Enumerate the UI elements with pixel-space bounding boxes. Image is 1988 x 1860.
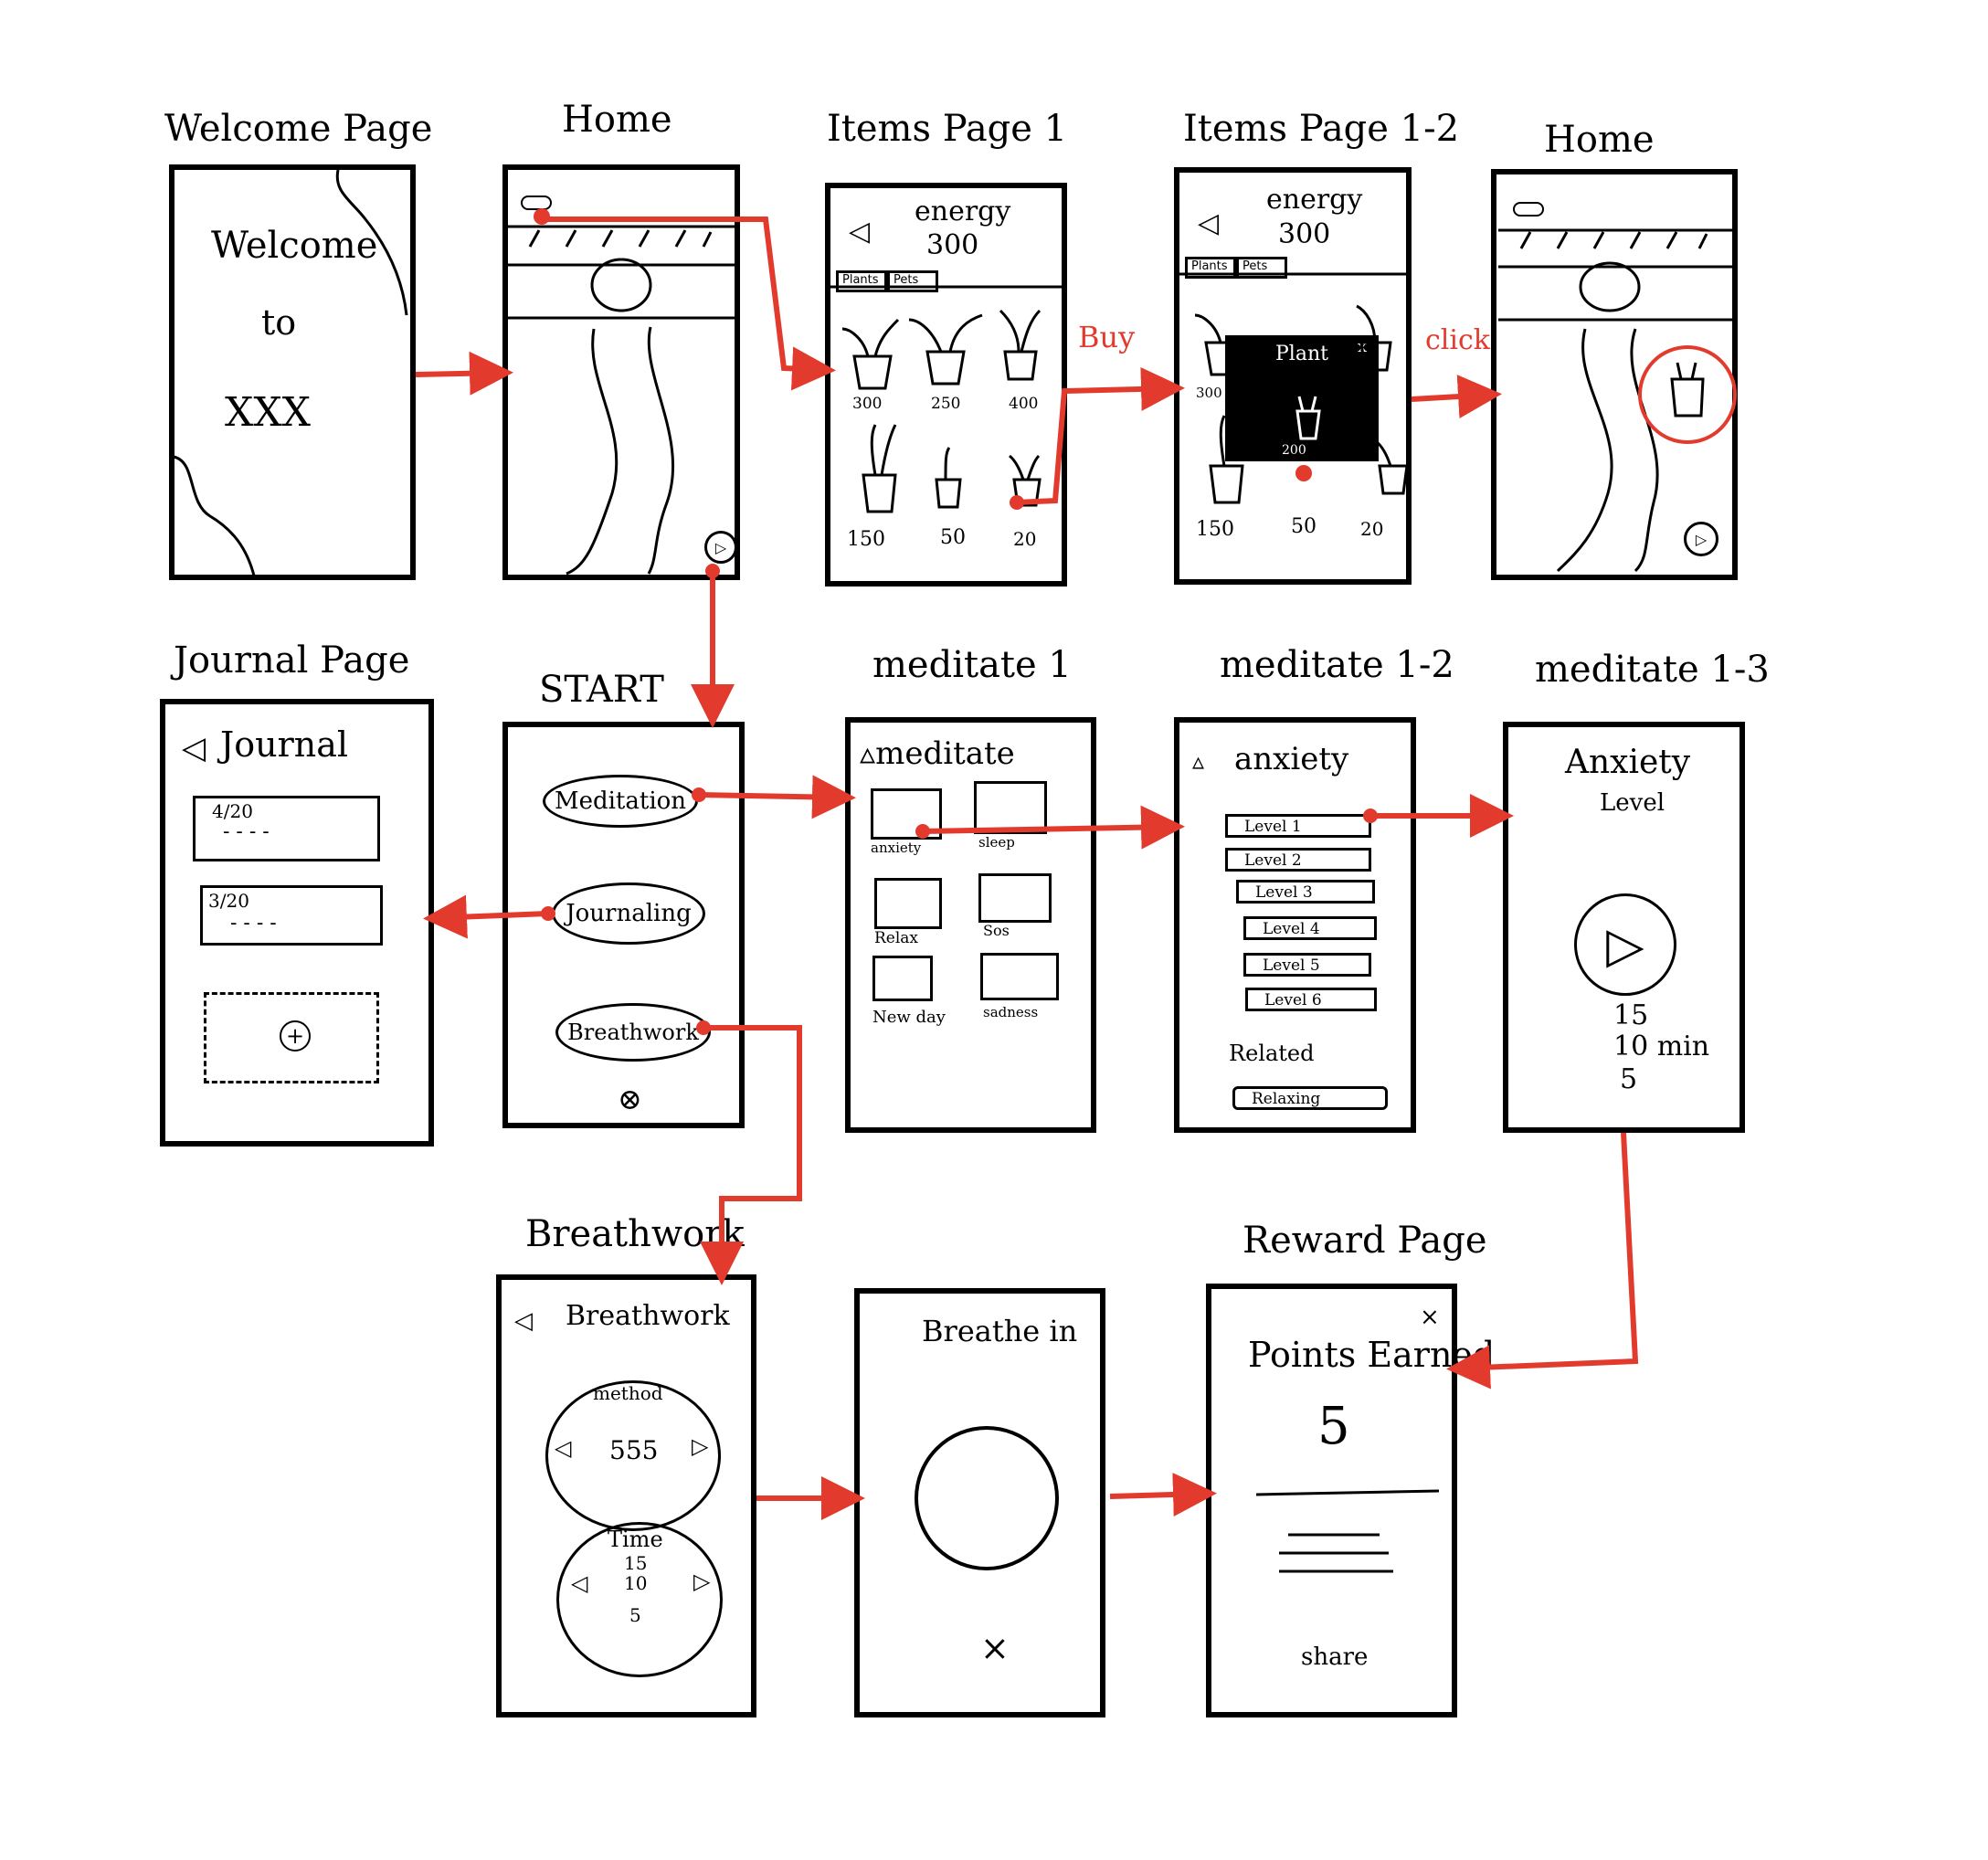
new-plant-highlight (1640, 347, 1735, 442)
welcome-decoration (337, 170, 407, 315)
reward-divider (1256, 1491, 1439, 1571)
items-grid (830, 287, 1062, 512)
arrow-breathe-in-to-reward (1110, 1494, 1206, 1496)
arrow-breathwork (703, 1028, 799, 1274)
click-label: click (1425, 324, 1490, 356)
buy-label: Buy (1078, 320, 1135, 354)
arrow-anxiety (923, 827, 1174, 831)
tap-points (534, 208, 1378, 1035)
arrow-click (1412, 395, 1491, 399)
items-grid-2 (1179, 274, 1407, 502)
arrow-meditation (699, 795, 845, 798)
home-2-header (1498, 230, 1732, 571)
plant-icon (1672, 363, 1703, 416)
welcome-decoration (174, 457, 254, 576)
arrow-welcome-to-home (416, 373, 502, 375)
arrow-energy-to-items (542, 219, 825, 370)
flow-arrows (416, 219, 1635, 1498)
home-header (508, 227, 735, 574)
arrow-buy (1017, 388, 1174, 502)
arrow-meditate-to-reward (1457, 1133, 1635, 1369)
popup-plant-icon (1297, 396, 1319, 439)
arrow-journaling (434, 914, 548, 918)
